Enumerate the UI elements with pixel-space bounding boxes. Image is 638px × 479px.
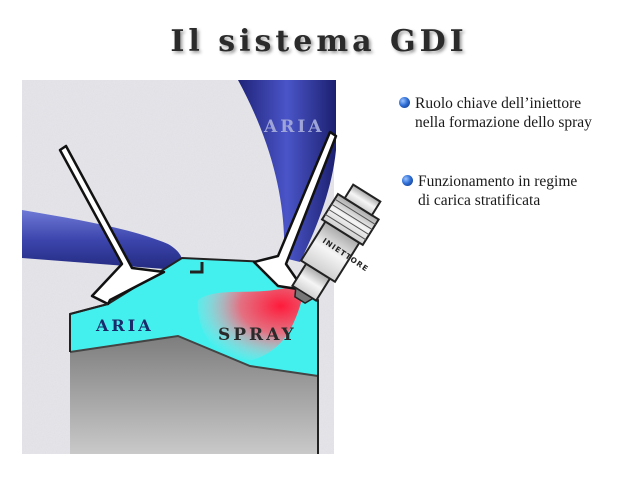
- slide-title: Il sistema GDI: [170, 24, 468, 59]
- air-left-label: ARIA: [95, 316, 154, 335]
- intake-valve-left: [58, 144, 166, 306]
- air-intake-duct-top: [238, 80, 336, 262]
- bullet-icon: [399, 97, 410, 108]
- bullet-stratified-charge: Funzionamento in regime di carica strati…: [402, 172, 577, 210]
- bullet-text: Funzionamento in regime di carica strati…: [418, 172, 577, 210]
- bullet-injector-role: Ruolo chiave dell’iniettore nella formaz…: [399, 94, 592, 132]
- air-top-label: ARIA: [263, 117, 324, 137]
- bullet-line: Funzionamento in regime: [418, 173, 578, 190]
- spark-plug-tip: [190, 262, 204, 274]
- piston: [70, 336, 318, 454]
- bullet-text: Ruolo chiave dell’iniettore nella formaz…: [415, 94, 592, 132]
- fuel-spray: [197, 288, 304, 360]
- bullet-line: Ruolo chiave dell’iniettore: [415, 95, 582, 112]
- bullet-icon: [402, 175, 413, 186]
- bullet-line: nella formazione dello spray: [415, 114, 592, 131]
- spray-label: SPRAY: [218, 325, 297, 345]
- bullet-line: di carica stratificata: [418, 192, 541, 209]
- exhaust-valve-right: [252, 130, 338, 292]
- air-intake-duct-left: [22, 210, 183, 270]
- fuel-injector: [290, 183, 382, 305]
